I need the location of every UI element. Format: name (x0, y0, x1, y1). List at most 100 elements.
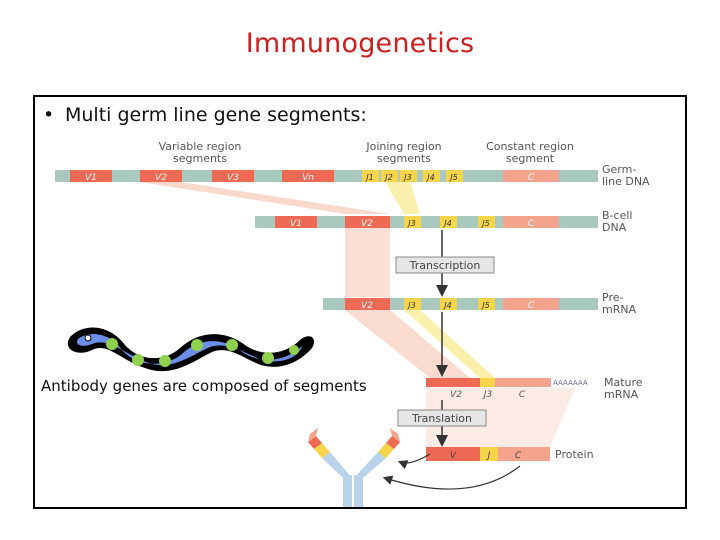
v2-funnel-1 (140, 182, 390, 214)
figure-caption: Antibody genes are composed of segments (41, 377, 367, 395)
germline-row-label-line1: Germ- (602, 163, 636, 176)
bullet-item: • Multi germ line gene segments: (43, 104, 367, 126)
mature-row-label-line2: mRNA (604, 388, 639, 401)
j3-funnel-3 (404, 310, 495, 378)
bcell-v2-label: V2 (361, 219, 373, 229)
joining-header-line2: segments (377, 152, 431, 165)
germline-j3-label: J3 (402, 173, 411, 182)
translation-label: Translation (411, 412, 472, 425)
antibody-right-red (386, 436, 400, 449)
germline-row-label-line2: line DNA (602, 175, 650, 188)
germline-j4 (423, 170, 440, 182)
worm-segment-2 (132, 354, 144, 366)
premrna-row-label-line2: mRNA (602, 303, 637, 316)
protein-j (480, 447, 498, 461)
protein-row: V J C Protein (426, 447, 594, 461)
constant-header-line1: Constant region (486, 140, 574, 153)
mature-mrna-row: V2 J3 C AAAAAAA Mature mRNA (426, 376, 643, 401)
bcell-v1 (275, 216, 317, 228)
premrna-v2 (345, 298, 390, 310)
bullet-text: Multi germ line gene segments: (65, 104, 367, 126)
bcell-v2 (345, 216, 390, 228)
worm-segment-4 (191, 339, 203, 351)
bcell-dna-row: V1 V2 J3 J4 J5 C B-cell DNA (255, 209, 632, 234)
worm-segment-5 (226, 339, 238, 351)
germline-v3-label: V3 (227, 173, 239, 183)
bullet-marker: • (43, 104, 55, 126)
premrna-c (503, 298, 559, 310)
bcell-j5-label: J5 (480, 219, 489, 228)
mature-to-protein-funnel (426, 388, 575, 447)
protein-v (426, 447, 480, 461)
bcell-row-label-line2: DNA (602, 221, 627, 234)
germline-j1-label: J1 (364, 173, 373, 182)
mature-row-label-line1: Mature (604, 376, 643, 389)
bcell-v1-label: V1 (290, 219, 302, 229)
translation-step: Translation (397, 400, 487, 447)
bcell-c (503, 216, 559, 228)
antibody-icon (308, 428, 400, 507)
variable-header-line1: Variable region (159, 140, 242, 153)
germline-j5-label: J5 (448, 173, 457, 182)
bcell-j3 (404, 216, 421, 228)
protein-c-label: C (515, 451, 522, 461)
antibody-right-yellow (378, 443, 394, 458)
antibody-right-tip (390, 428, 400, 442)
premrna-row-label-line1: Pre- (602, 291, 623, 304)
antibody-stem-left (343, 475, 352, 507)
mature-v2-label: V2 (450, 390, 462, 400)
germline-j3 (400, 170, 417, 182)
antibody-left-tip (308, 428, 318, 442)
premrna-j5 (478, 298, 495, 310)
germline-v1-label: V1 (85, 173, 97, 183)
protein-c (498, 447, 550, 461)
protein-to-antibody-arrow-2 (382, 465, 521, 490)
protein-to-antibody-arrow-1 (397, 453, 431, 470)
bcell-j4 (440, 216, 457, 228)
antibody-arm-left (322, 452, 352, 478)
bcell-j4-label: J4 (442, 219, 451, 228)
germline-j5 (446, 170, 463, 182)
protein-v-label: V (450, 451, 457, 461)
antibody-stem-right (354, 475, 363, 507)
bcell-j3-label: J3 (406, 219, 415, 228)
bcell-row-label-line1: B-cell (602, 209, 632, 222)
protein-j-label: J (486, 451, 491, 461)
mature-c (495, 378, 551, 387)
protein-row-label: Protein (555, 448, 594, 461)
germline-j1 (362, 170, 379, 182)
germline-j2-label: J2 (383, 173, 392, 182)
premrna-j4 (440, 298, 457, 310)
worm-illustration (67, 327, 315, 372)
transcription-step: Transcription (395, 230, 495, 297)
region-headers: Variable region segments Joining region … (159, 140, 574, 165)
joining-header-line1: Joining region (365, 140, 441, 153)
germline-j2 (381, 170, 398, 182)
polya-tail: AAAAAAA (553, 379, 588, 387)
antibody-arm-right (354, 452, 386, 478)
premrna-j3-label: J3 (406, 301, 415, 310)
worm-segment-6 (262, 352, 274, 364)
premrna-j3 (404, 298, 421, 310)
germline-dna-row: V1 V2 V3 Vn J1 J2 J3 J4 J5 C Germ- line … (55, 163, 650, 188)
bcell-c-label: C (528, 219, 535, 229)
germline-v2-label: V2 (155, 173, 167, 183)
segment-funnels (140, 182, 575, 447)
worm-segment-7 (289, 345, 299, 355)
worm-segment-1 (106, 338, 118, 350)
mature-v2 (426, 378, 480, 387)
slide-title: Immunogenetics (245, 28, 475, 59)
premrna-j4-label: J4 (442, 301, 451, 310)
germline-v1 (70, 170, 112, 182)
mature-c-label: C (519, 390, 526, 400)
germline-v2 (140, 170, 182, 182)
premrna-row: V2 J3 J4 J5 C Pre- mRNA (323, 291, 637, 316)
v2-funnel-2 (345, 228, 390, 297)
mature-j3-label: J3 (482, 390, 493, 400)
germline-j4-label: J4 (425, 173, 434, 182)
v2-funnel-3 (345, 310, 470, 378)
premrna-v2-label: V2 (361, 301, 373, 311)
bcell-j5 (478, 216, 495, 228)
germline-vn-label: Vn (302, 173, 314, 183)
